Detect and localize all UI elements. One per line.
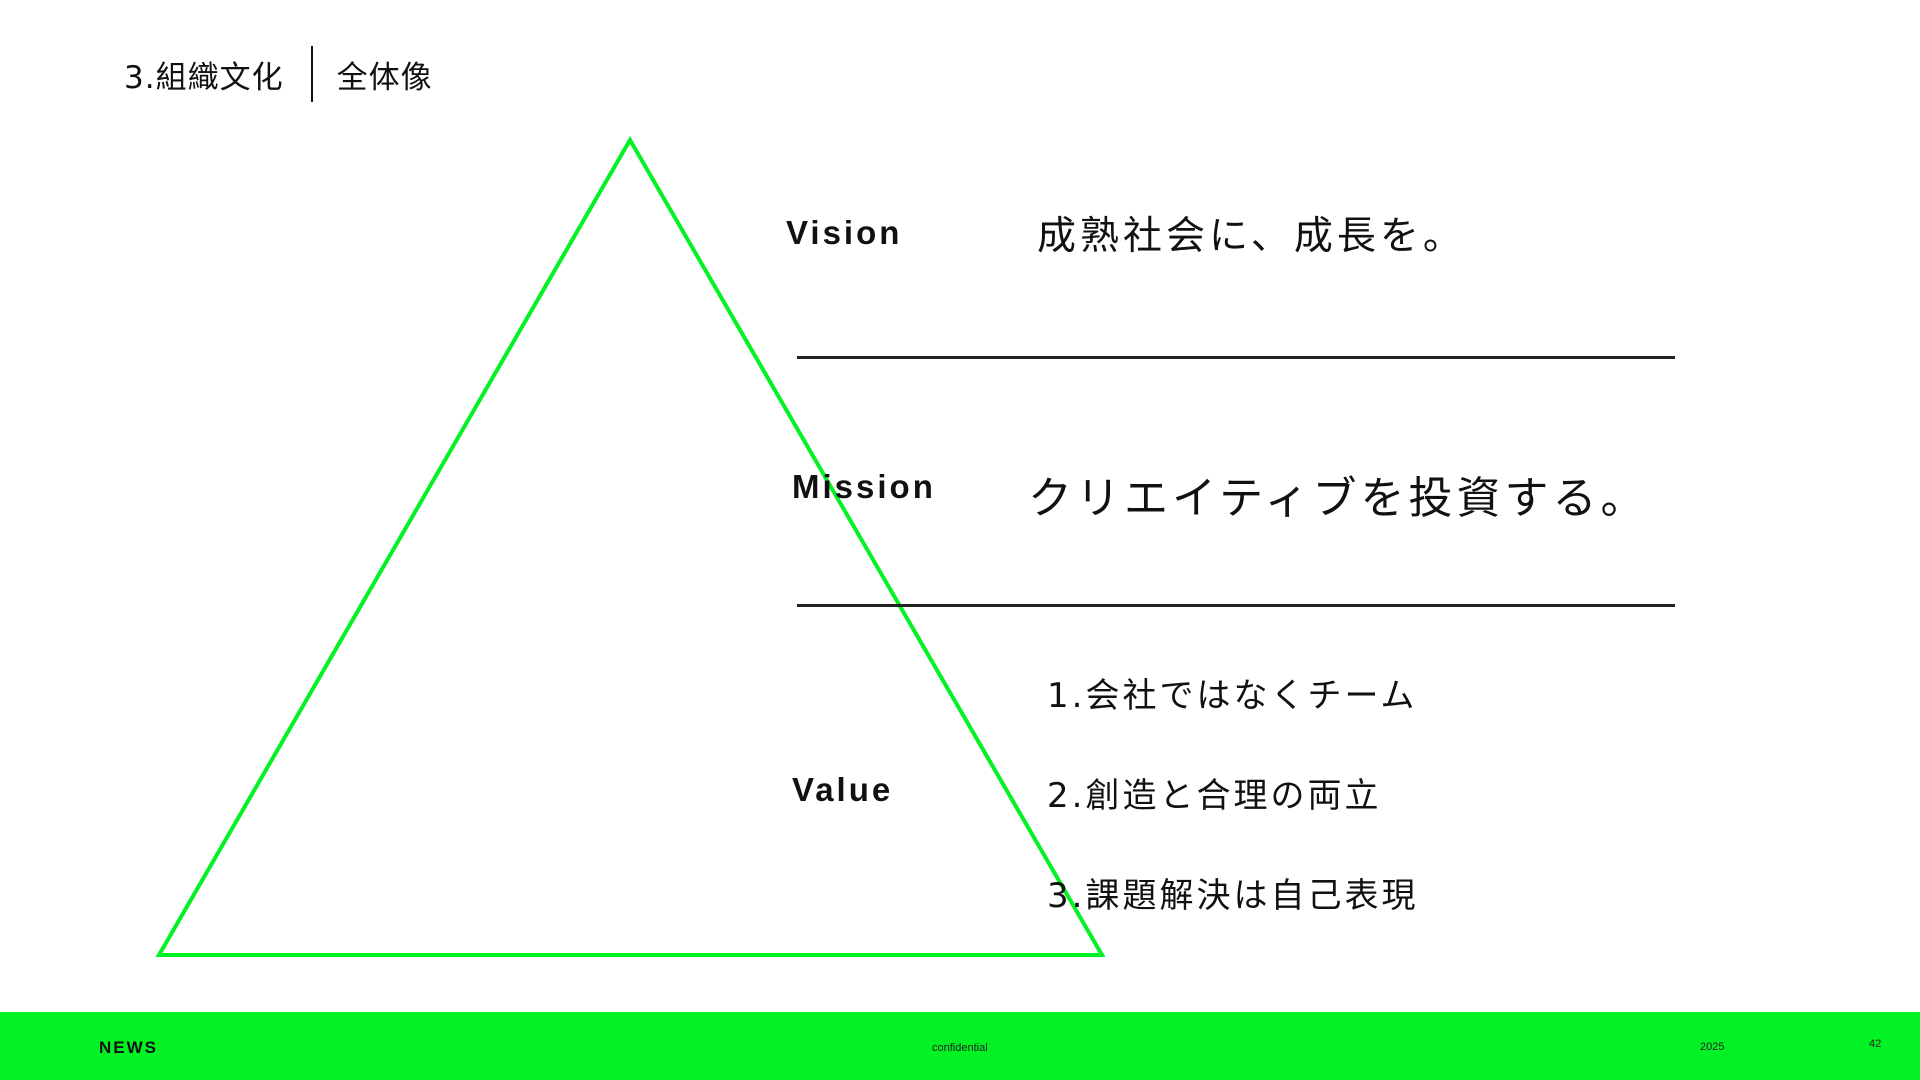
divider-vision-mission xyxy=(797,356,1675,359)
header-divider xyxy=(310,46,313,102)
mission-statement: クリエイティブを投資する。 xyxy=(1028,473,1649,524)
mission-label: Mission xyxy=(792,468,936,505)
year-label: 2025 xyxy=(1700,1041,1725,1053)
divider-mission-value xyxy=(797,604,1675,607)
section-title: 3.組織文化 xyxy=(124,59,284,96)
brand-logo: NEWS xyxy=(99,1038,158,1057)
vision-label: Vision xyxy=(786,214,903,251)
page-number: 42 xyxy=(1869,1038,1882,1050)
footer-bar: NEWS confidential 2025 42 xyxy=(0,1012,1920,1080)
pyramid-outline xyxy=(155,136,1106,957)
slide-header: 3.組織文化 全体像 xyxy=(124,44,433,104)
value-item-2: 2.創造と合理の両立 xyxy=(1047,776,1382,816)
pyramid-triangle xyxy=(155,136,1106,957)
value-item-1: 1.会社ではなくチーム xyxy=(1047,676,1418,716)
value-label: Value xyxy=(792,771,894,808)
vision-statement: 成熟社会に、成長を。 xyxy=(1037,214,1466,259)
page-title: 全体像 xyxy=(336,59,433,96)
confidential-label: confidential xyxy=(932,1042,988,1054)
value-item-3: 3.課題解決は自己表現 xyxy=(1047,876,1419,916)
